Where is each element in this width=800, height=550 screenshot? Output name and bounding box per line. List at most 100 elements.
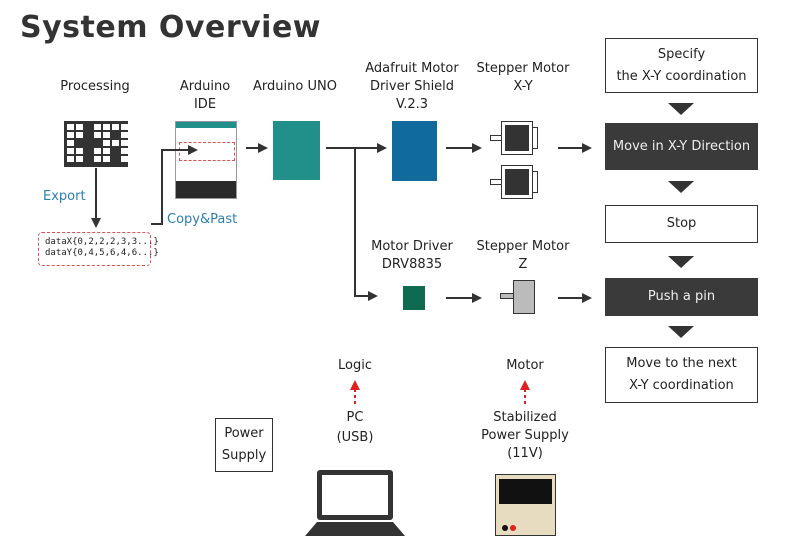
- flow-step-push-pin: Push a pin: [605, 278, 758, 316]
- adafruit-label-line3: V.2.3: [395, 97, 429, 112]
- grid-cell: [67, 140, 74, 146]
- adafruit-label-line1: Adafruit Motor: [365, 61, 459, 76]
- stepper-z-label: Stepper Motor Z: [468, 238, 578, 274]
- page-title: System Overview: [20, 10, 322, 45]
- power-supply-box: Power Supply: [215, 418, 273, 472]
- grid-cell: [85, 124, 92, 130]
- flow-arrow-2: [668, 181, 694, 193]
- grid-cell: [103, 140, 110, 146]
- arduino-uno-label: Arduino UNO: [253, 79, 337, 94]
- flow-step-move-next-line1: Move to the next: [626, 356, 737, 371]
- flow-arrow-4: [668, 326, 694, 338]
- flow-step-specify: Specify the X-Y coordination: [605, 38, 758, 93]
- flow-step-move-next-line2: X-Y coordination: [629, 378, 734, 393]
- processing-label: Processing: [60, 79, 130, 94]
- supply-terminal-black: [502, 525, 508, 531]
- grid-cell: [94, 140, 101, 146]
- flow-arrow-3: [668, 256, 694, 268]
- stepper-motor-y-icon: [490, 165, 546, 199]
- grid-cell: [85, 132, 92, 138]
- grid-cell: [67, 132, 74, 138]
- pc-label-line1: PC: [346, 410, 364, 425]
- data-code-box: dataX{0,2,2,2,3,3...} dataY{0,4,5,6,4,6.…: [38, 232, 159, 266]
- grid-cell: [85, 156, 92, 162]
- power-supply-box-line1: Power: [224, 426, 264, 441]
- flow-step-move-xy: Move in X-Y Direction: [605, 123, 758, 170]
- grid-cell: [67, 148, 74, 154]
- arduino-ide-label-line1: Arduino: [179, 79, 231, 94]
- grid-cell: [94, 148, 101, 154]
- arrow-copy-paste: [151, 145, 198, 225]
- grid-cell: [121, 148, 128, 154]
- arduino-ide-label: Arduino IDE: [170, 78, 240, 114]
- pc-label-line2: (USB): [336, 430, 374, 445]
- grid-cell: [121, 124, 128, 130]
- ide-console-area: [176, 181, 236, 198]
- grid-cell: [76, 124, 83, 130]
- drv8835-block: [403, 286, 425, 310]
- grid-cell: [121, 156, 128, 162]
- flow-step-move-next: Move to the next X-Y coordination: [605, 347, 758, 403]
- grid-cell: [112, 124, 119, 130]
- grid-cell: [103, 132, 110, 138]
- flow-step-specify-line1: Specify: [657, 46, 706, 62]
- laptop-icon: [305, 470, 405, 538]
- grid-cell: [85, 140, 92, 146]
- motor-driver-label: Motor Driver DRV8835: [362, 238, 462, 274]
- motor-driver-label-line2: DRV8835: [381, 257, 443, 272]
- ide-title-bar: [176, 122, 236, 128]
- grid-cell: [76, 156, 83, 162]
- stabilized-supply-label-line3: (11V): [507, 446, 543, 461]
- supply-display: [499, 479, 552, 504]
- grid-cell: [112, 132, 119, 138]
- arduino-uno-block: [273, 121, 320, 180]
- grid-cell: [67, 124, 74, 130]
- grid-cell: [103, 148, 110, 154]
- grid-cell: [103, 156, 110, 162]
- copy-paste-label: Copy&Past: [167, 212, 238, 227]
- grid-cell: [121, 140, 128, 146]
- stepper-xy-label-line2: X-Y: [513, 79, 533, 94]
- grid-cell: [112, 156, 119, 162]
- stepper-z-label-line2: Z: [518, 257, 528, 272]
- motor-driver-label-line1: Motor Driver: [371, 239, 453, 254]
- export-label: Export: [43, 189, 86, 204]
- stabilized-supply-label-line1: Stabilized: [493, 410, 557, 425]
- flow-arrow-1: [668, 103, 694, 115]
- stabilized-supply-label: Stabilized Power Supply (11V): [465, 409, 585, 463]
- power-supply-box-line2: Supply: [221, 448, 267, 463]
- data-x-line: dataX{0,2,2,2,3,3...}: [45, 237, 159, 247]
- stepper-z-label-line1: Stepper Motor: [476, 239, 570, 254]
- ide-paste-region: [179, 142, 235, 161]
- grid-cell: [112, 148, 119, 154]
- motor-label: Motor: [506, 358, 544, 373]
- grid-cell: [85, 148, 92, 154]
- stepper-motor-z-icon: [500, 280, 536, 314]
- grid-cell: [94, 156, 101, 162]
- stepper-xy-label-line1: Stepper Motor: [476, 61, 570, 76]
- flow-step-stop: Stop: [605, 205, 758, 243]
- flow-step-specify-line2: the X-Y coordination: [616, 68, 747, 84]
- stepper-motor-x-icon: [490, 121, 546, 155]
- grid-cell: [121, 132, 128, 138]
- arrow-uno-drv: [354, 148, 378, 301]
- logic-label: Logic: [338, 358, 372, 373]
- grid-cell: [76, 148, 83, 154]
- grid-cell: [76, 140, 83, 146]
- stepper-xy-label: Stepper Motor X-Y: [468, 60, 578, 96]
- processing-grid-icon: [64, 121, 128, 167]
- power-supply-unit-icon: [495, 474, 556, 536]
- pc-label: PC (USB): [320, 408, 390, 448]
- adafruit-label: Adafruit Motor Driver Shield V.2.3: [352, 60, 472, 114]
- supply-terminal-red: [510, 525, 516, 531]
- grid-cell: [112, 140, 119, 146]
- grid-cell: [94, 132, 101, 138]
- stabilized-supply-label-line2: Power Supply: [481, 428, 569, 443]
- arduino-ide-label-line2: IDE: [193, 97, 217, 112]
- grid-cell: [103, 124, 110, 130]
- grid-cell: [76, 132, 83, 138]
- grid-cell: [94, 124, 101, 130]
- adafruit-label-line2: Driver Shield: [369, 79, 455, 94]
- grid-cell: [67, 156, 74, 162]
